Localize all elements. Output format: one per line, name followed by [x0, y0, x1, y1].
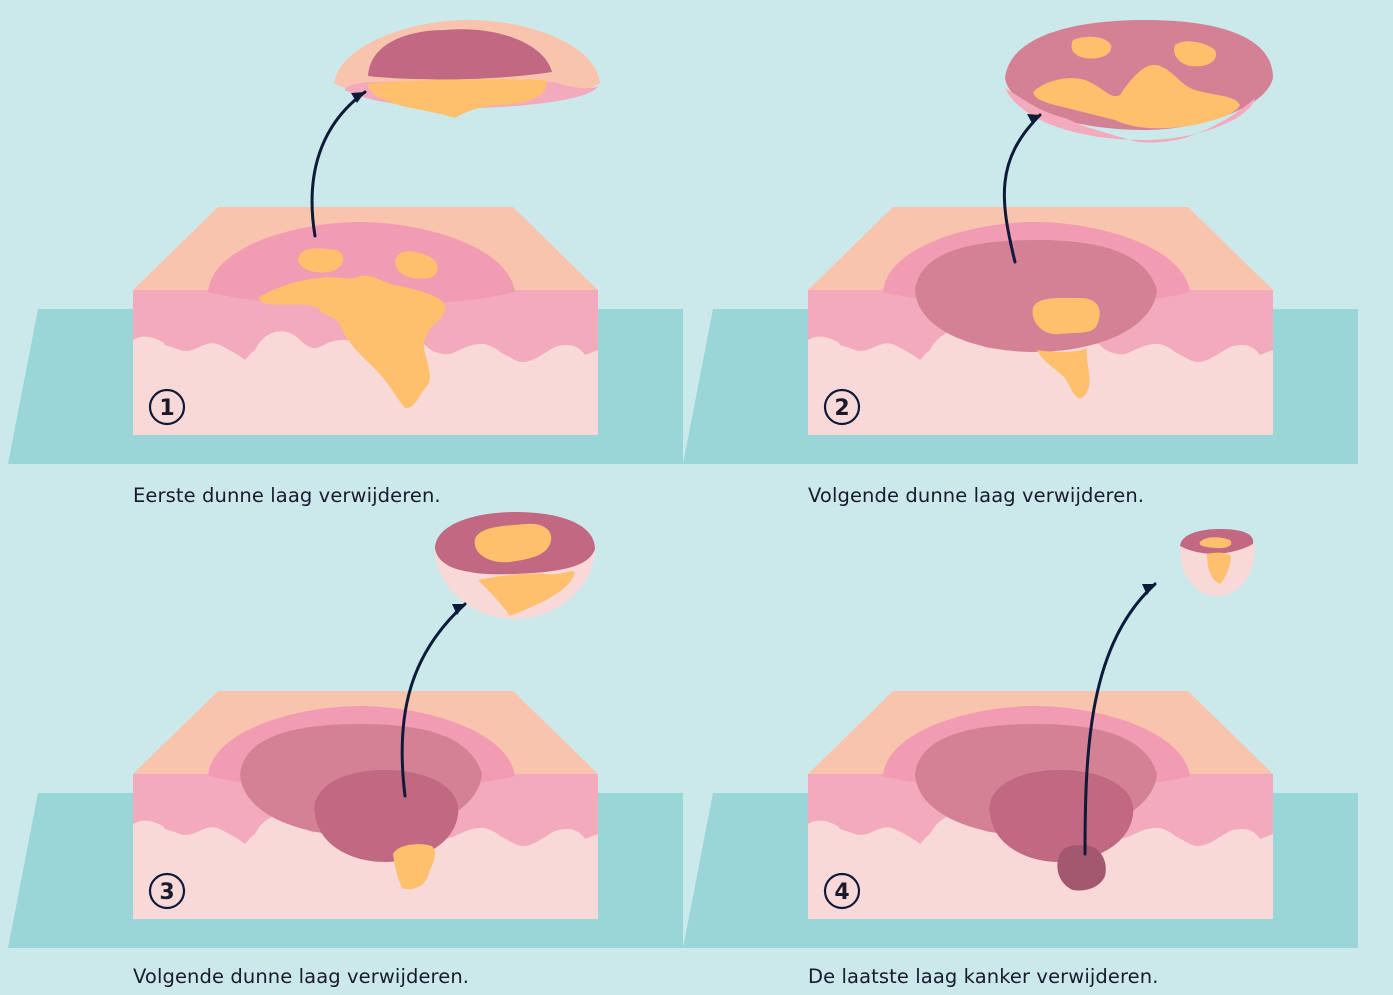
- step-illustration-1: 1: [0, 0, 700, 497]
- sample-tumor: [1072, 37, 1112, 59]
- step-illustration-3: 3: [0, 484, 700, 981]
- step-panel-1: 1 Eerste dunne laag verwijderen.: [0, 0, 700, 497]
- arrow-head-icon: [1027, 114, 1040, 125]
- step-panel-3: 3 Volgende dunne laag verwijderen.: [0, 484, 700, 981]
- step-number: 3: [159, 880, 174, 905]
- step-number: 4: [834, 880, 849, 905]
- tumor: [1033, 298, 1100, 334]
- step-illustration-2: 2: [675, 0, 1375, 497]
- step-panel-2: 2 Volgende dunne laag verwijderen.: [675, 0, 1375, 497]
- step-caption-4: De laatste laag kanker verwijderen.: [808, 965, 1159, 988]
- step-illustration-4: 4: [675, 484, 1375, 981]
- step-number: 2: [834, 396, 849, 421]
- sample-tumor: [368, 79, 547, 118]
- step-caption-3: Volgende dunne laag verwijderen.: [133, 965, 469, 988]
- step-number: 1: [159, 396, 174, 421]
- step-panel-4: 4 De laatste laag kanker verwijderen.: [675, 484, 1375, 981]
- excision-area: [1057, 845, 1105, 890]
